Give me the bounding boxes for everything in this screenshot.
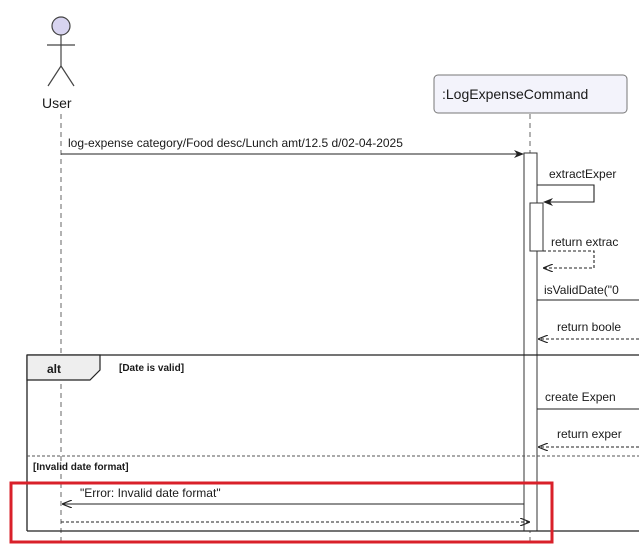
participant-box — [433, 74, 628, 114]
message-label: extractExper — [549, 167, 616, 181]
participant-logexpensecommand: :LogExpenseCommand — [433, 74, 628, 114]
message-label: create Expen — [545, 390, 616, 404]
actor-leg-left — [47, 65, 62, 87]
message-label: return exper — [557, 427, 622, 441]
fragment-operator-tab — [26, 354, 101, 381]
actor-user: User — [42, 16, 75, 111]
fragment-operator: alt — [47, 362, 61, 376]
message-label: "Error: Invalid date format" — [80, 486, 221, 500]
highlight-box — [9, 481, 554, 544]
actor-leg-right — [60, 65, 75, 87]
self-call-arrow — [537, 184, 595, 206]
fragment-guard-valid: [Date is valid] — [119, 363, 184, 374]
actor-head — [51, 16, 71, 36]
message-label: log-expense category/Food desc/Lunch amt… — [68, 136, 403, 150]
activation-bar-nested — [529, 202, 544, 252]
participant-label: :LogExpenseCommand — [442, 86, 588, 102]
message-label: return extrac — [551, 235, 618, 249]
message-label: return boole — [557, 320, 621, 334]
fragment-guard-invalid: [Invalid date format] — [33, 462, 129, 473]
actor-label: User — [42, 95, 72, 111]
alt-fragment: alt [Date is valid] [Invalid date format… — [26, 354, 639, 532]
message-label: isValidDate("0 — [544, 283, 619, 297]
return-arrow — [543, 250, 595, 268]
